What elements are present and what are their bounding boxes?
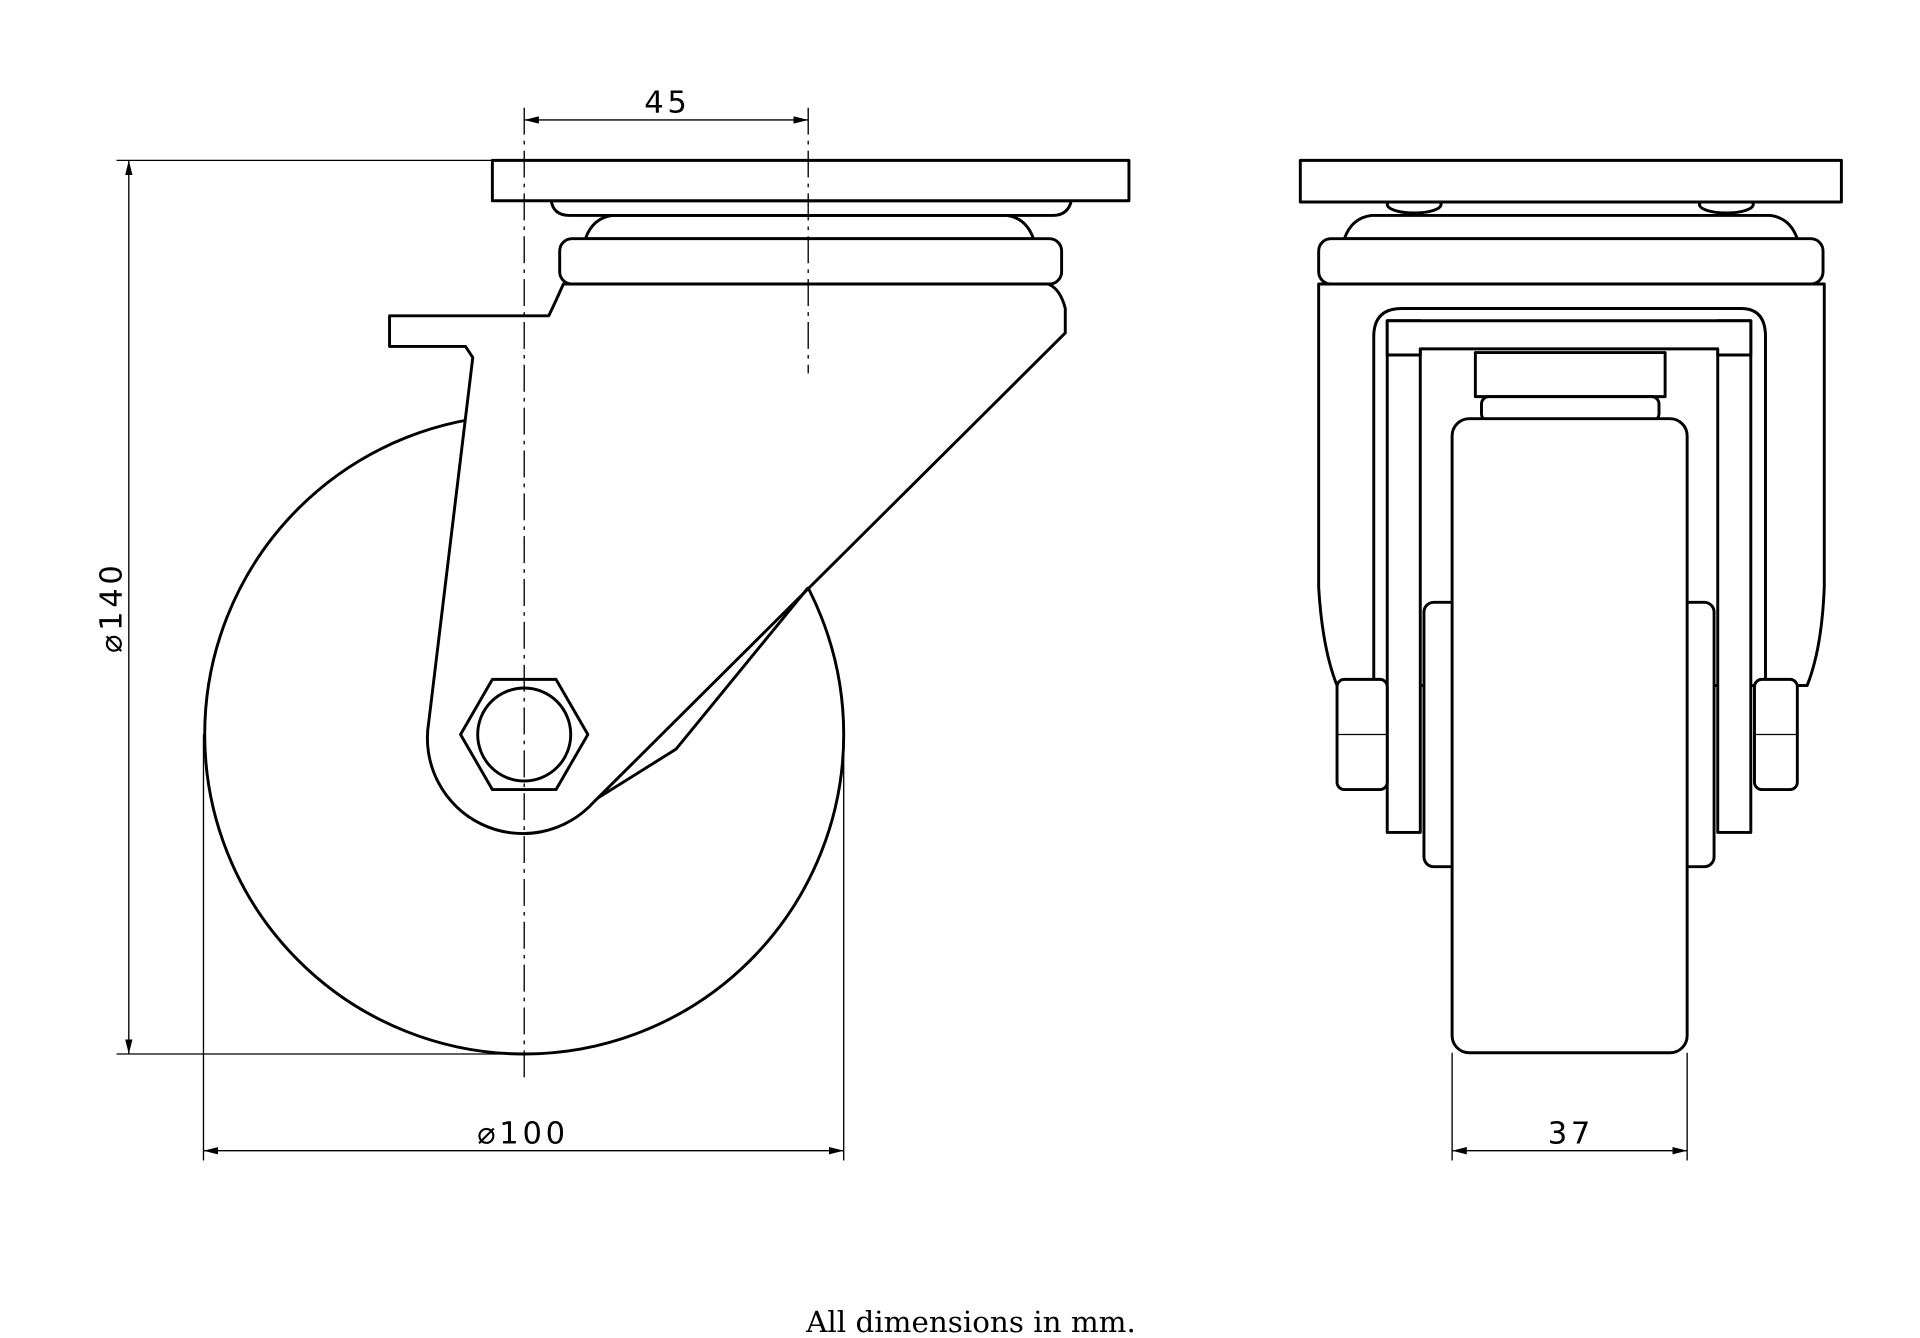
swivel-ring-front	[1342, 213, 1799, 241]
top-plate-front	[1298, 158, 1843, 204]
fork-u-outer	[1372, 307, 1767, 680]
swivel-plate	[558, 237, 1064, 286]
swivel-plate-front	[1317, 237, 1825, 286]
front-view	[1298, 158, 1843, 1055]
dimension-offset-label: 45	[644, 86, 690, 121]
wheel-tread	[1450, 417, 1689, 1055]
dimension-wheel-diameter-label: ⌀100	[477, 1116, 569, 1151]
dimension-offset: 45	[524, 86, 809, 124]
dimension-height-label: ⌀140	[94, 561, 129, 653]
dimension-wheel-width: 37	[1451, 1052, 1688, 1161]
dimension-wheel-width-label: 37	[1548, 1116, 1594, 1151]
swivel-ring	[583, 213, 1035, 241]
fork-leg-left	[1385, 319, 1422, 834]
side-view	[203, 107, 1131, 1080]
kingpin-nut	[1473, 351, 1667, 399]
fork-inner-edge	[596, 586, 810, 800]
units-caption: All dimensions in mm.	[805, 1305, 1136, 1338]
dimension-wheel-diameter: ⌀100	[202, 734, 845, 1161]
fork-u-inner	[1385, 319, 1753, 357]
top-plate	[490, 158, 1131, 203]
dimension-height: ⌀140	[94, 159, 525, 1055]
plate-lip	[549, 199, 1073, 217]
fork-leg-right	[1716, 319, 1753, 834]
